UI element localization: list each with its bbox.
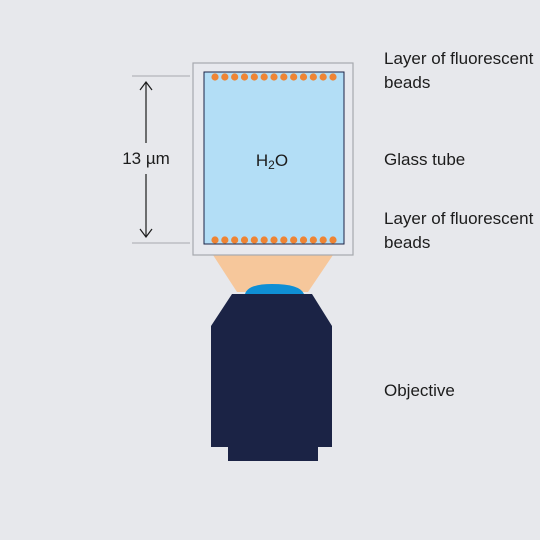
fluorescent-bead	[270, 236, 278, 244]
label-top-bead-layer: Layer of fluorescent beads	[384, 49, 534, 92]
dimension-label: 13 µm	[122, 149, 170, 168]
fluorescent-bead	[309, 236, 317, 244]
fluorescent-bead	[329, 236, 337, 244]
fluorescent-bead	[299, 73, 308, 81]
fluorescent-bead	[211, 236, 219, 244]
objective-icon	[211, 294, 332, 461]
label-glass-tube: Glass tube	[384, 150, 466, 169]
fluorescent-bead	[290, 73, 298, 81]
fluorescent-bead	[240, 236, 249, 244]
fluorescent-bead	[231, 236, 239, 244]
label-bottom-bead-layer: Layer of fluorescent beads	[384, 209, 534, 252]
fluorescent-bead	[211, 73, 219, 81]
water-label: H2O	[256, 151, 288, 172]
fluorescent-bead	[280, 236, 288, 244]
label-objective: Objective	[384, 381, 455, 400]
fluorescent-bead	[319, 236, 327, 244]
water-volume	[203, 71, 345, 245]
fluorescent-bead	[240, 73, 249, 81]
fluorescent-bead	[221, 73, 229, 81]
water-label-suffix: O	[275, 151, 288, 170]
objective-lens	[245, 284, 304, 294]
fluorescent-bead	[319, 73, 327, 81]
light-cone	[213, 255, 333, 292]
fluorescent-bead	[231, 73, 239, 81]
fluorescent-bead	[221, 236, 229, 244]
double-headed-arrow-icon	[139, 81, 153, 238]
fluorescent-bead	[329, 73, 337, 81]
bead-layer-top	[211, 73, 337, 81]
fluorescent-bead	[250, 73, 258, 81]
bead-layer-bottom	[211, 236, 337, 244]
fluorescent-bead	[309, 73, 317, 81]
fluorescent-bead	[260, 73, 268, 81]
water-label-base: H	[256, 151, 268, 170]
fluorescent-bead	[270, 73, 278, 81]
water-label-subscript: 2	[268, 158, 275, 172]
fluorescent-bead	[290, 236, 298, 244]
fluorescent-bead	[280, 73, 288, 81]
fluorescent-bead	[250, 236, 258, 244]
fluorescent-bead	[260, 236, 268, 244]
fluorescent-bead	[299, 236, 308, 244]
